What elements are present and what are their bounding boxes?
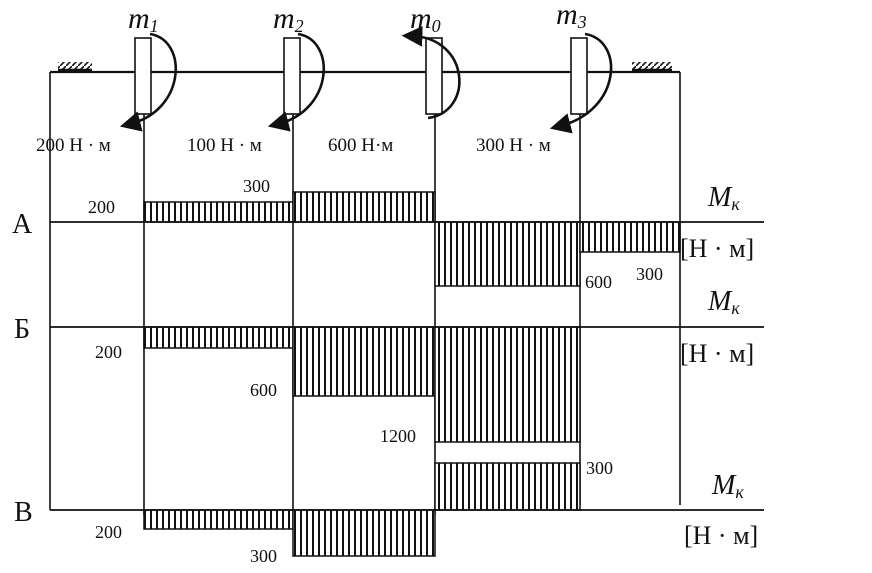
value-c-300-right: 300 [586, 458, 613, 478]
value-a-300-right: 300 [636, 264, 663, 284]
axis-b-unit: [Н · м] [680, 339, 754, 368]
value-b-600: 600 [250, 380, 277, 400]
moment-value-m3: 300 Н · м [476, 135, 551, 156]
bar-b-segment-3 [434, 326, 581, 443]
axis-a-unit: [Н · м] [680, 234, 754, 263]
value-c-200: 200 [95, 522, 122, 542]
left-support-icon [58, 62, 92, 72]
diagram-a: А 200 300 600 300 Mк [Н · м] [12, 176, 764, 292]
value-b-200: 200 [95, 342, 122, 362]
axis-a-symbol: Mк [707, 182, 740, 214]
section-guides [49, 72, 681, 515]
diagram-b-label: Б [14, 314, 30, 345]
bar-a-segment-3 [434, 221, 581, 287]
value-a-300: 300 [243, 176, 270, 196]
diagram-c-label: В [14, 497, 33, 528]
bar-c-segment-1 [143, 509, 294, 530]
bar-a-segment-4 [579, 221, 681, 253]
axis-b-symbol: Mк [707, 286, 740, 318]
right-support-icon [632, 62, 672, 72]
moment-value-m1: 200 Н · м [36, 135, 111, 156]
disc-m2 [283, 37, 301, 115]
value-a-200: 200 [88, 197, 115, 217]
moment-arrow-m1-icon [119, 32, 177, 132]
bar-c-segment-4 [434, 462, 581, 511]
moment-symbol-m0: m0 [410, 2, 441, 36]
axis-c-unit: [Н · м] [684, 521, 758, 550]
bar-b-segment-2 [292, 326, 436, 397]
shaft-discs [134, 37, 588, 115]
value-b-1200: 1200 [380, 426, 416, 446]
disc-m3 [570, 37, 588, 115]
diagram-c: В 200 300 300 Mк [Н · м] [14, 458, 764, 566]
moment-value-m2: 100 Н · м [187, 135, 262, 156]
value-c-300: 300 [250, 546, 277, 566]
moment-symbol-m3: m3 [556, 0, 587, 32]
bar-b-segment-1 [143, 326, 294, 349]
diagram-a-label: А [12, 209, 33, 240]
moment-arrow-m2-icon [267, 32, 325, 132]
moment-arrows [119, 25, 613, 134]
moment-arrow-m0-icon [401, 25, 461, 120]
moment-value-m0: 600 Н·м [328, 135, 393, 156]
value-a-600: 600 [585, 272, 612, 292]
disc-m1 [134, 37, 152, 115]
axis-c-symbol: Mк [711, 470, 744, 502]
moment-symbol-m2: m2 [273, 2, 304, 36]
bar-a-segment-2 [292, 191, 436, 223]
disc-m0 [425, 37, 443, 115]
bar-c-segment-2 [292, 509, 436, 557]
bar-a-segment-1 [143, 201, 294, 223]
moment-symbol-m1: m1 [128, 2, 159, 36]
diagram-b: Б 200 600 1200 Mк [Н · м] [14, 286, 764, 446]
moment-arrow-m3-icon [549, 32, 613, 134]
